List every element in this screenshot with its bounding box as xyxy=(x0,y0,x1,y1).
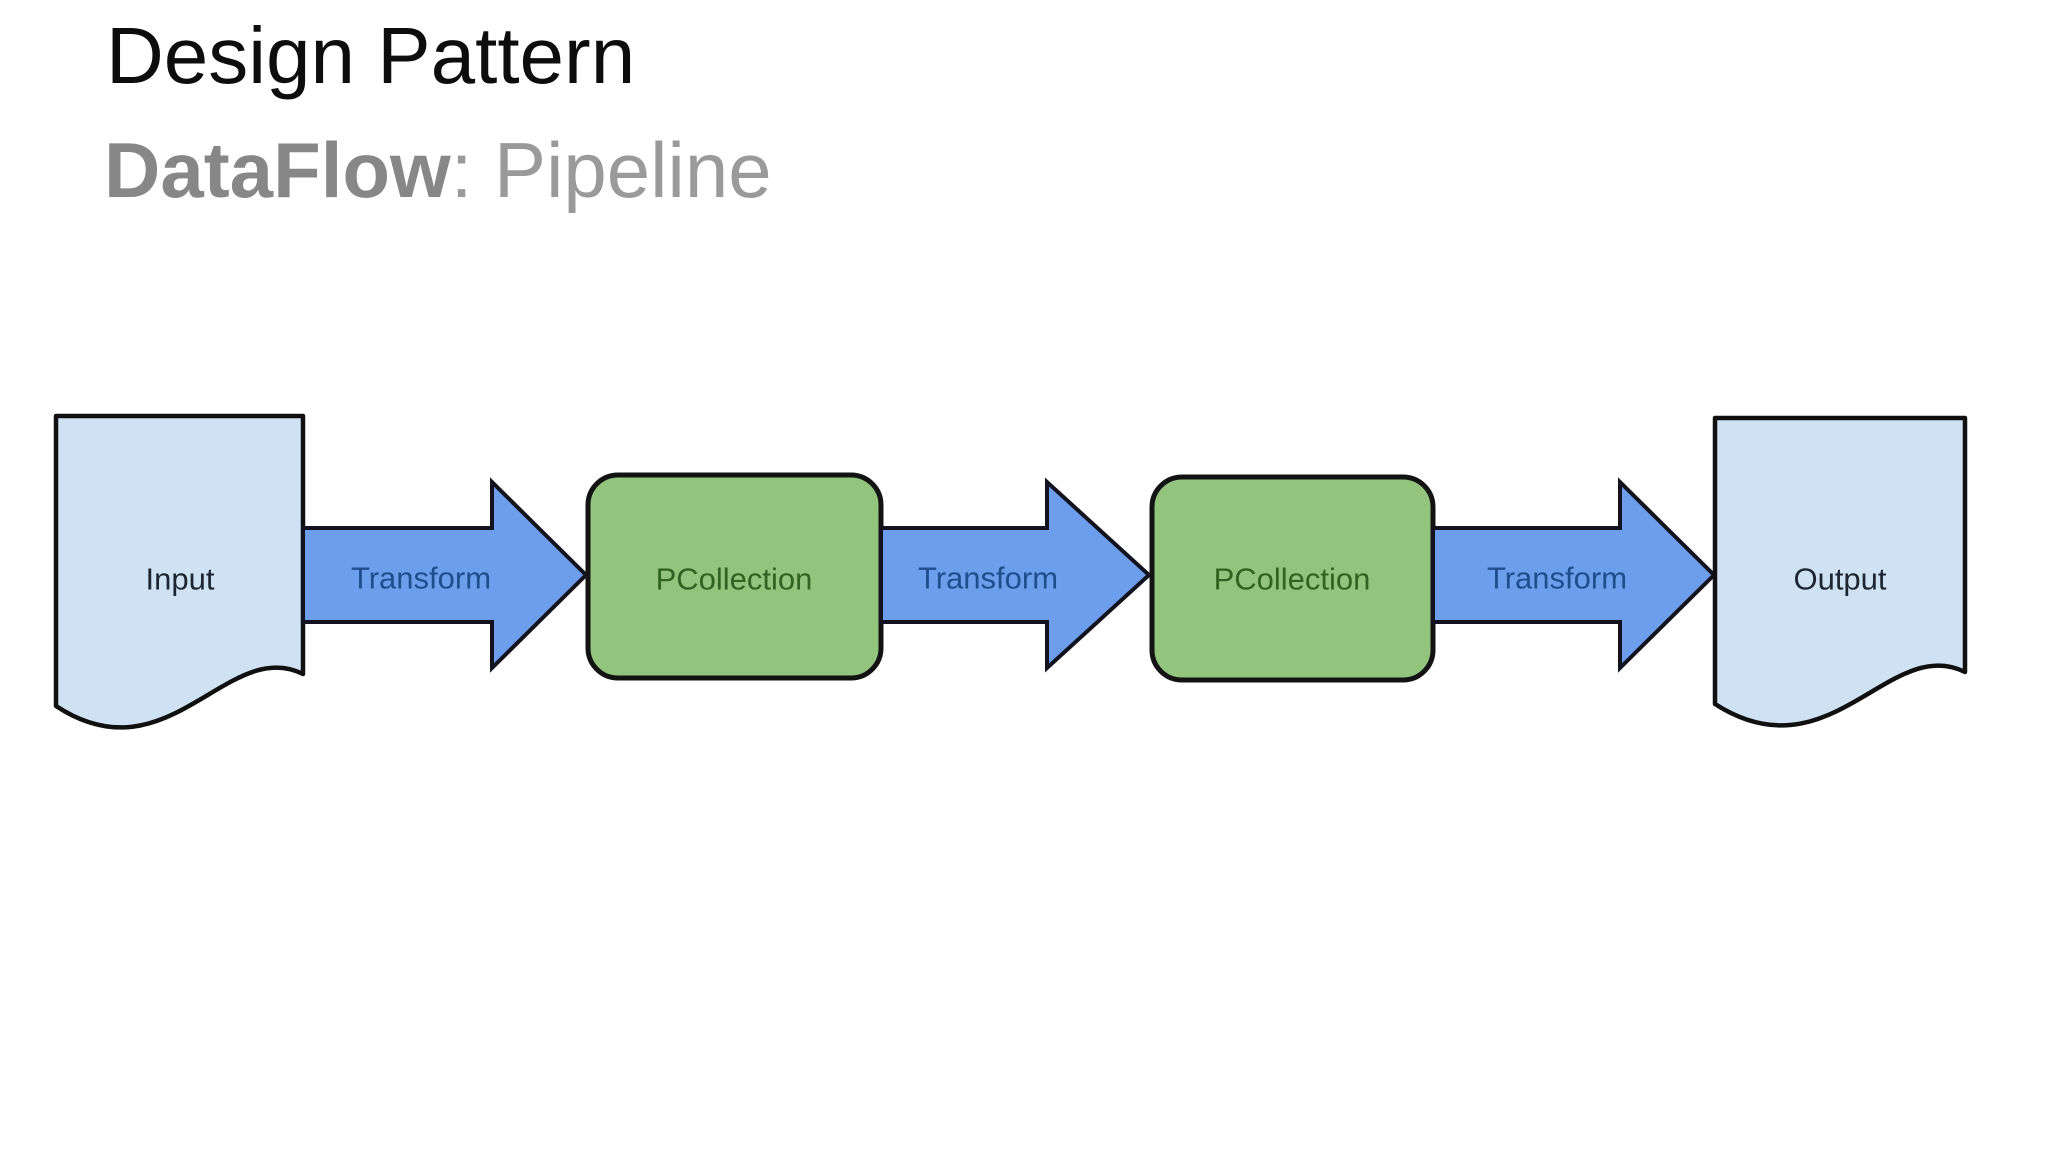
subtitle-emphasis: DataFlow xyxy=(104,126,451,214)
output-document-shape xyxy=(1712,415,1968,728)
pcollection-label-1: PCollection xyxy=(656,562,813,597)
input-document-shape xyxy=(53,413,306,730)
transform-label-1: Transform xyxy=(351,561,491,596)
transform-arrow-2 xyxy=(879,477,1152,673)
transform-arrow-3 xyxy=(1431,477,1717,673)
slide-title: Design Pattern xyxy=(106,11,636,100)
transform-label-3: Transform xyxy=(1487,561,1627,596)
transform-label-2: Transform xyxy=(918,561,1058,596)
output-label: Output xyxy=(1793,562,1886,597)
pcollection-label-2: PCollection xyxy=(1214,562,1371,597)
subtitle-rest: : Pipeline xyxy=(450,126,772,214)
transform-arrow-1 xyxy=(301,477,589,673)
input-label: Input xyxy=(146,562,215,597)
slide-subtitle: DataFlow: Pipeline xyxy=(104,131,772,209)
